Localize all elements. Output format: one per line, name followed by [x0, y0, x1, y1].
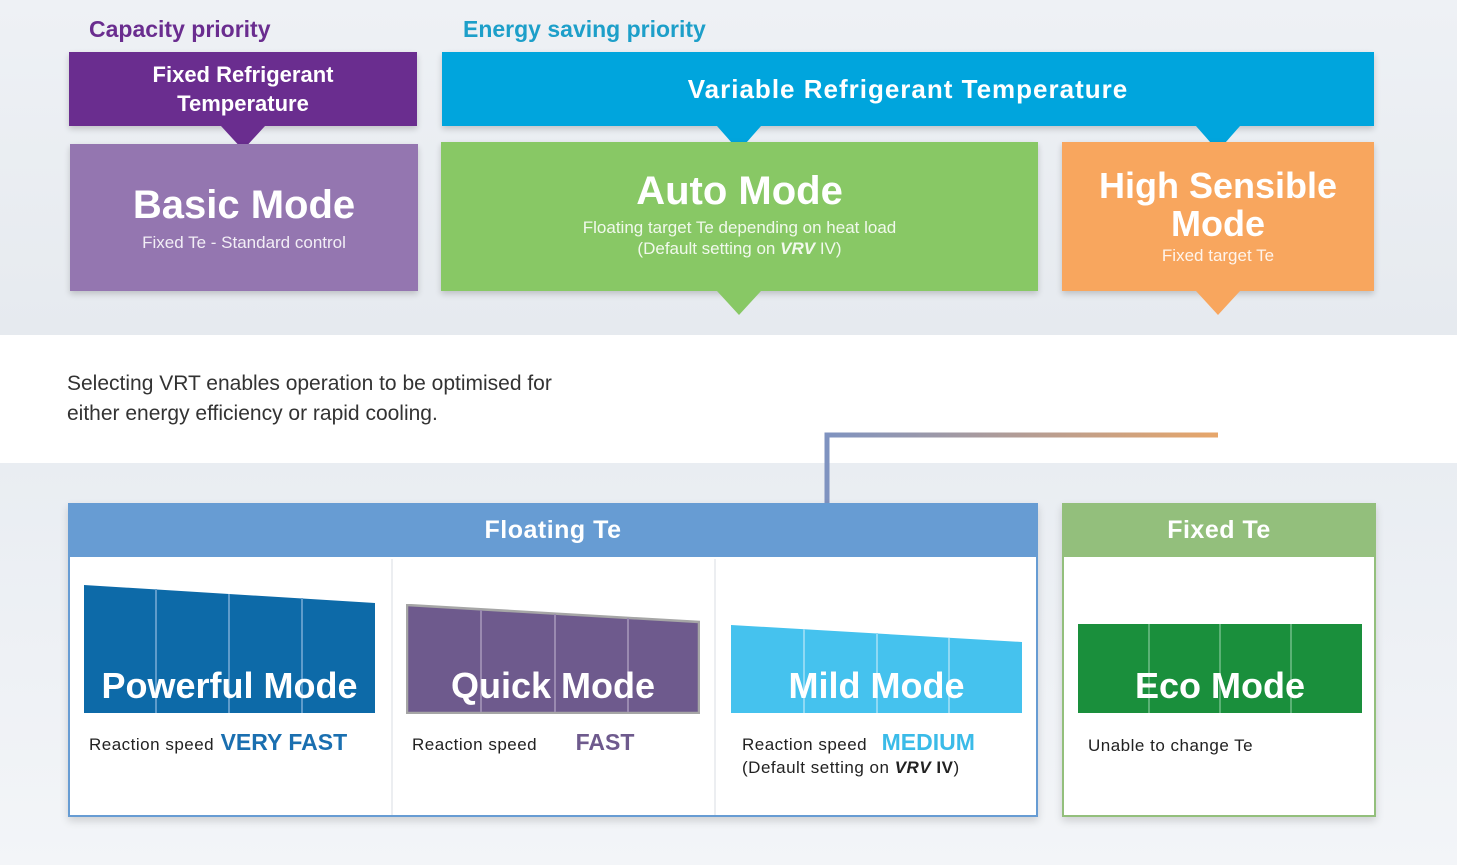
floating-divider-2: [714, 559, 716, 815]
floating-te-label: Floating Te: [484, 515, 622, 544]
energy-priority-label: Energy saving priority: [463, 16, 706, 42]
quick-mode-label: Quick Mode: [450, 665, 656, 706]
mild-mode-graphic: Mild Mode: [731, 625, 1022, 713]
auto-default-version: IV: [815, 239, 836, 258]
quick-speed-row: Reaction speed FAST: [412, 729, 634, 756]
mild-mode-shape: [731, 625, 1022, 713]
fixed-te-label: Fixed Te: [1167, 515, 1271, 544]
auto-default-prefix: (Default setting on: [637, 239, 781, 258]
auto-default-brand: VRV: [780, 239, 816, 258]
high-sensible-title-line2: Mode: [1171, 203, 1265, 244]
high-sensible-mode-box: High Sensible Mode Fixed target Te: [1062, 142, 1374, 291]
description-line1: Selecting VRT enables operation to be op…: [67, 372, 552, 395]
powerful-speed-text: Reaction speed: [89, 735, 215, 754]
basic-mode-subtitle: Fixed Te - Standard control: [142, 233, 346, 252]
fixed-refrigerant-line1: Fixed Refrigerant: [152, 62, 334, 87]
quick-mode-shape: [406, 604, 700, 714]
mild-default-brand: VRV: [894, 758, 932, 777]
fixed-refrigerant-header: Fixed Refrigerant Temperature: [69, 52, 417, 126]
eco-mode-shape: [1078, 624, 1362, 713]
powerful-mode-graphic: Powerful Mode: [84, 585, 375, 713]
auto-mode-default: (Default setting on VRV IV): [637, 238, 841, 259]
basic-mode-title: Basic Mode: [132, 183, 356, 227]
mild-mode-label: Mild Mode: [788, 665, 965, 706]
auto-mode-subtitle: Floating target Te depending on heat loa…: [582, 218, 897, 237]
mild-default-row: (Default setting on VRV IV): [742, 758, 960, 778]
quick-speed-value: FAST: [575, 729, 635, 755]
high-sensible-title-line1: High Sensible: [1098, 165, 1338, 206]
basic-mode-box: Basic Mode Fixed Te - Standard control: [70, 144, 418, 291]
quick-speed-text: Reaction speed: [412, 735, 538, 754]
auto-mode-notch: [717, 291, 761, 315]
mild-speed-value: MEDIUM: [881, 729, 975, 755]
eco-note: Unable to change Te: [1088, 736, 1254, 755]
powerful-speed-row: Reaction speed VERY FAST: [89, 729, 347, 756]
auto-mode-box: Auto Mode Floating target Te depending o…: [441, 142, 1038, 291]
variable-refrigerant-header: Variable Refrigerant Temperature: [442, 52, 1374, 126]
mild-speed-text: Reaction speed: [742, 735, 868, 754]
description: Selecting VRT enables operation to be op…: [67, 369, 552, 429]
quick-mode-graphic: Quick Mode: [406, 604, 700, 714]
fixed-refrigerant-line2: Temperature: [177, 91, 309, 116]
description-line2: either energy efficiency or rapid coolin…: [67, 402, 438, 425]
mild-default-prefix: (Default setting on: [742, 758, 895, 777]
mild-default-suffix: ): [953, 758, 960, 777]
floating-divider-1: [391, 559, 393, 815]
auto-mode-title: Auto Mode: [636, 169, 843, 213]
mild-speed-row: Reaction speed MEDIUM: [742, 729, 975, 756]
eco-mode-label: Eco Mode: [1134, 665, 1305, 706]
mild-default-version: IV: [931, 758, 954, 777]
capacity-priority-label: Capacity priority: [89, 16, 271, 42]
floating-te-header: Floating Te: [68, 503, 1038, 557]
eco-mode-graphic: Eco Mode: [1078, 624, 1362, 713]
cross-connector: [824, 432, 1218, 503]
variable-refrigerant-label: Variable Refrigerant Temperature: [687, 73, 1129, 104]
fixed-te-header: Fixed Te: [1062, 503, 1376, 557]
auto-default-suffix: ): [835, 239, 842, 258]
high-sensible-notch: [1196, 291, 1240, 315]
powerful-mode-label: Powerful Mode: [101, 665, 358, 706]
powerful-speed-value: VERY FAST: [220, 729, 348, 755]
powerful-mode-shape: [84, 585, 375, 713]
high-sensible-subtitle: Fixed target Te: [1161, 246, 1275, 265]
